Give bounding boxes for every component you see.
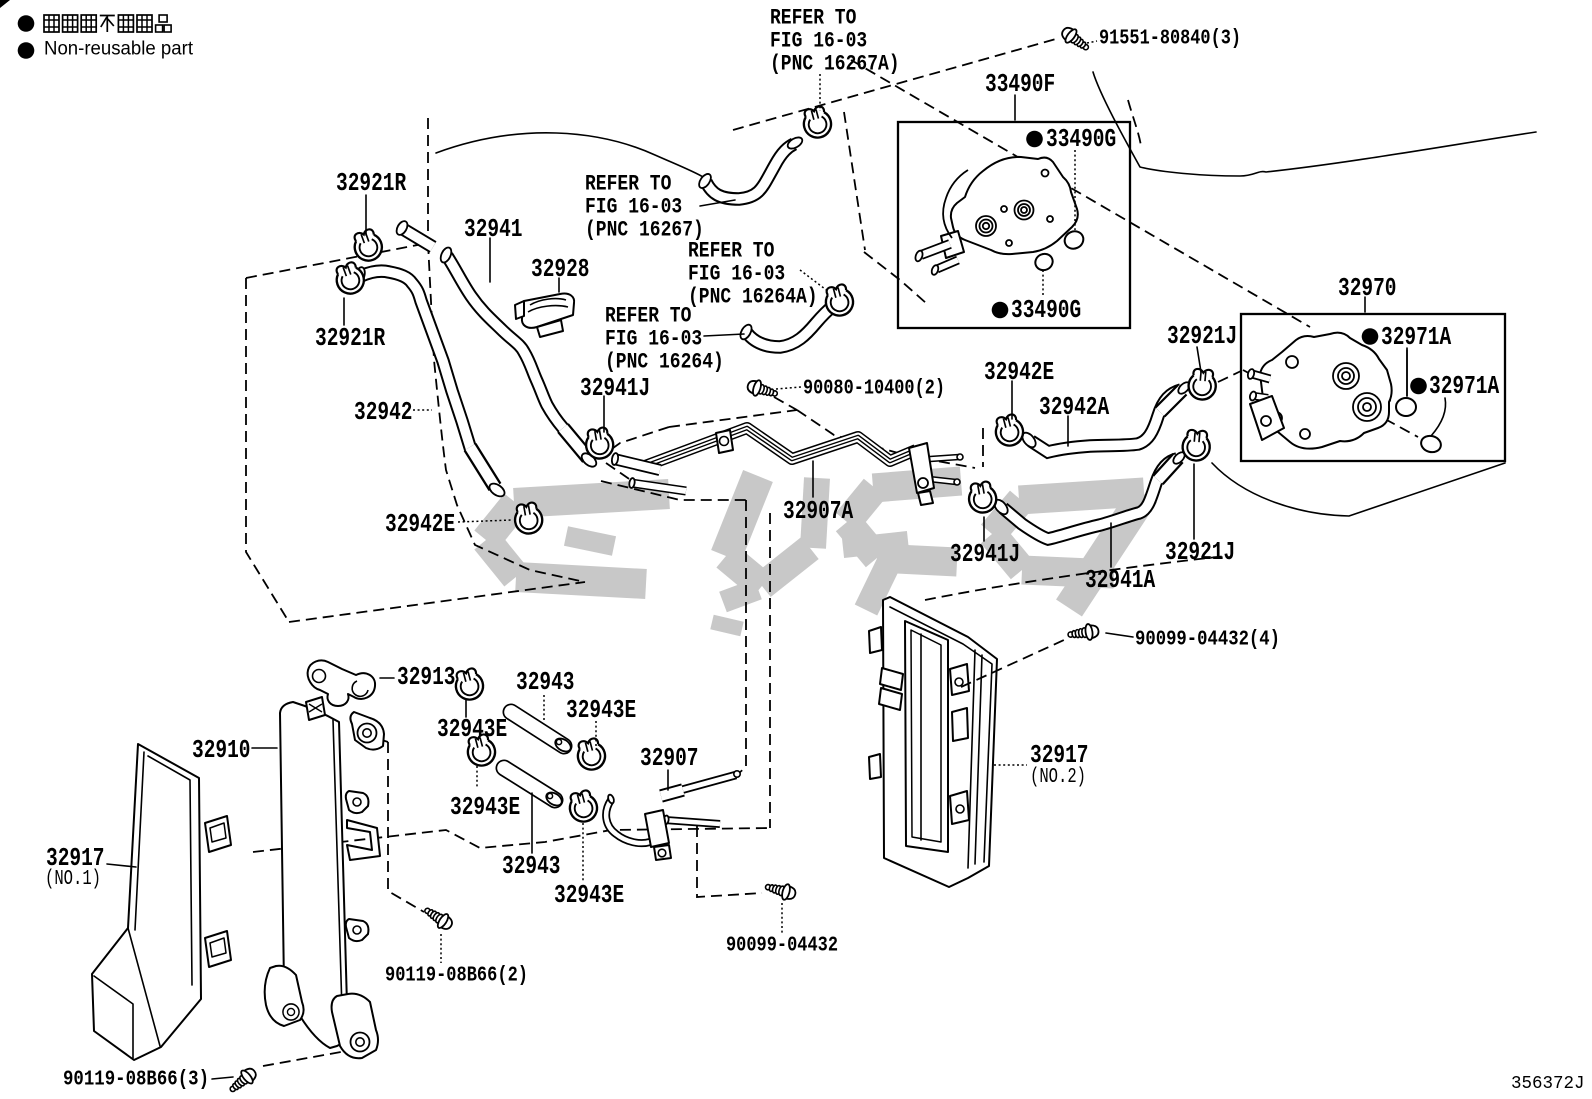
svg-text:32921R: 32921R xyxy=(336,168,406,198)
svg-text:32971A: 32971A xyxy=(1381,322,1451,352)
svg-text:FIG 16-03: FIG 16-03 xyxy=(770,28,867,54)
svg-text:(NO.1): (NO.1) xyxy=(45,868,101,891)
svg-text:32941J: 32941J xyxy=(950,539,1020,569)
svg-text:REFER TO: REFER TO xyxy=(688,238,774,264)
svg-text:32910: 32910 xyxy=(192,735,251,765)
svg-text:90119-08B66(3): 90119-08B66(3) xyxy=(63,1069,209,1092)
svg-text:32941: 32941 xyxy=(464,214,523,244)
svg-text:32907: 32907 xyxy=(640,743,699,773)
svg-text:32907A: 32907A xyxy=(783,496,853,526)
svg-text:32943E: 32943E xyxy=(554,880,624,910)
svg-text:32913: 32913 xyxy=(397,662,456,692)
svg-text:REFER TO: REFER TO xyxy=(605,303,691,329)
svg-text:32942E: 32942E xyxy=(385,509,455,539)
svg-text:32941J: 32941J xyxy=(580,373,650,403)
svg-text:356372J: 356372J xyxy=(1511,1073,1585,1094)
svg-text:90119-08B66(2): 90119-08B66(2) xyxy=(385,965,528,988)
svg-text:90099-04432: 90099-04432 xyxy=(726,935,838,958)
svg-text:(PNC 16264A): (PNC 16264A) xyxy=(688,284,818,310)
svg-text:32941A: 32941A xyxy=(1085,565,1155,595)
svg-text:FIG 16-03: FIG 16-03 xyxy=(585,194,682,220)
svg-text:32928: 32928 xyxy=(531,254,590,284)
svg-text:REFER TO: REFER TO xyxy=(770,5,856,31)
svg-text:Non-reusable part: Non-reusable part xyxy=(44,39,194,60)
svg-text:32921R: 32921R xyxy=(315,323,385,353)
svg-text:32943E: 32943E xyxy=(450,792,520,822)
svg-text:33490G: 33490G xyxy=(1011,295,1081,325)
svg-text:(PNC 16267): (PNC 16267) xyxy=(585,217,704,243)
svg-text:32942E: 32942E xyxy=(984,357,1054,387)
svg-text:33490G: 33490G xyxy=(1046,124,1116,154)
svg-text:32921J: 32921J xyxy=(1167,321,1237,351)
svg-text:32942A: 32942A xyxy=(1039,392,1109,422)
svg-text:32917: 32917 xyxy=(46,843,105,873)
svg-text:32917: 32917 xyxy=(1030,740,1089,770)
svg-text:FIG 16-03: FIG 16-03 xyxy=(605,326,702,352)
svg-text:32943: 32943 xyxy=(502,851,561,881)
svg-text:32943E: 32943E xyxy=(566,695,636,725)
svg-text:32942: 32942 xyxy=(354,397,413,427)
svg-text:32943: 32943 xyxy=(516,667,575,697)
svg-text:32971A: 32971A xyxy=(1429,371,1499,401)
svg-text:33490F: 33490F xyxy=(985,69,1055,99)
svg-text:91551-80840(3): 91551-80840(3) xyxy=(1099,28,1241,51)
svg-text:90099-04432(4): 90099-04432(4) xyxy=(1135,629,1280,652)
svg-text:(PNC 16264): (PNC 16264) xyxy=(605,349,724,375)
svg-text:FIG 16-03: FIG 16-03 xyxy=(688,261,785,287)
svg-text:32943E: 32943E xyxy=(437,714,507,744)
svg-text:REFER TO: REFER TO xyxy=(585,171,671,197)
svg-text:(PNC 16267A): (PNC 16267A) xyxy=(770,51,900,77)
svg-text:32970: 32970 xyxy=(1338,273,1397,303)
svg-text:90080-10400(2): 90080-10400(2) xyxy=(803,378,945,401)
svg-text:32921J: 32921J xyxy=(1165,537,1235,567)
svg-text:(NO.2): (NO.2) xyxy=(1030,766,1086,789)
